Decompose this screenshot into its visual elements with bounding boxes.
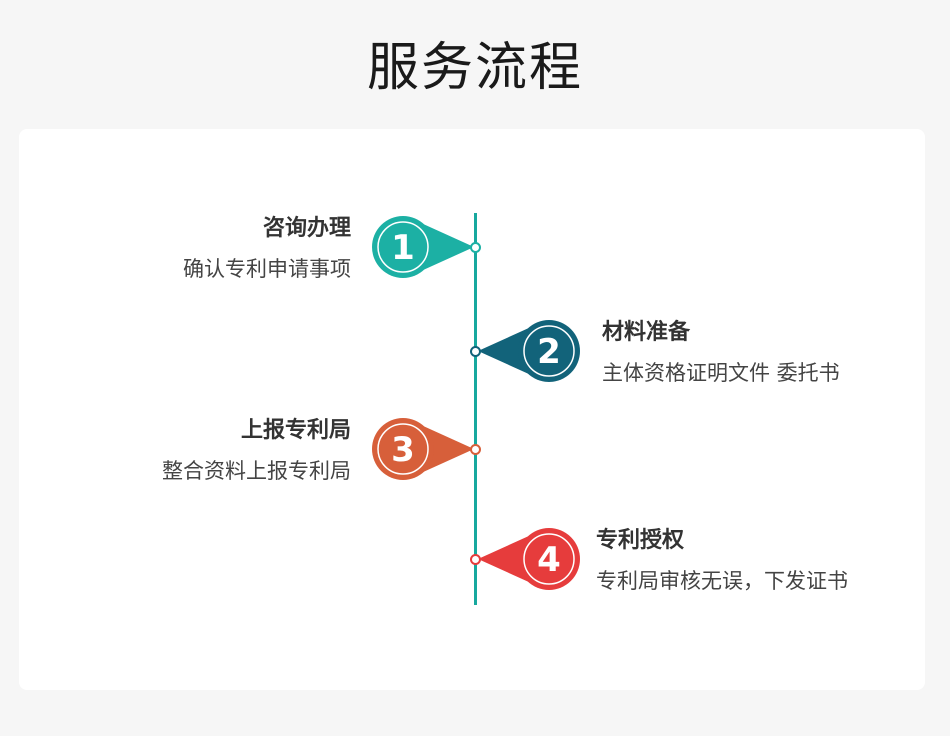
timeline-node-4 — [470, 553, 481, 565]
step-number: 3 — [391, 430, 415, 470]
step-title: 专利授权 — [596, 528, 685, 553]
step-circle — [371, 418, 434, 480]
step-number: 2 — [537, 332, 561, 372]
step-pin-shape: 4 — [477, 528, 580, 590]
step-title: 咨询办理 — [262, 216, 351, 241]
step-circle-ring — [376, 423, 429, 475]
step-circle-ring — [522, 533, 575, 585]
step-title: 上报专利局 — [240, 418, 351, 443]
step-number: 1 — [391, 228, 415, 268]
step-pointer — [420, 223, 474, 271]
step-text-4: 专利授权专利局审核无误，下发证书 — [596, 526, 916, 596]
step-pointer — [477, 535, 531, 583]
step-circle — [517, 528, 580, 590]
step-marker-3: 3 — [368, 414, 478, 484]
step-description: 专利局审核无误，下发证书 — [596, 569, 848, 593]
step-description: 主体资格证明文件 委托书 — [602, 361, 840, 385]
step-circle-ring — [376, 221, 429, 273]
step-title: 材料准备 — [602, 320, 691, 345]
step-description: 整合资料上报专利局 — [162, 459, 351, 483]
step-pin-shape: 3 — [371, 418, 474, 480]
timeline-node-3 — [470, 443, 481, 455]
step-number: 4 — [537, 540, 561, 580]
timeline-line — [474, 213, 477, 605]
step-text-3: 上报专利局整合资料上报专利局 — [31, 416, 351, 486]
step-marker-4: 4 — [474, 524, 584, 594]
step-circle-ring — [522, 325, 575, 377]
step-marker-1: 1 — [368, 212, 478, 282]
step-pin-shape: 1 — [371, 216, 474, 278]
step-circle — [371, 216, 434, 278]
timeline-node-1 — [470, 241, 481, 253]
step-pointer — [420, 425, 474, 473]
step-text-2: 材料准备主体资格证明文件 委托书 — [602, 318, 922, 388]
step-pointer — [477, 327, 531, 375]
step-pin-shape: 2 — [477, 320, 580, 382]
page-title: 服务流程 — [366, 38, 583, 98]
step-marker-2: 2 — [474, 316, 584, 386]
process-card — [19, 129, 925, 690]
step-description: 确认专利申请事项 — [183, 257, 351, 281]
timeline-node-2 — [470, 345, 481, 357]
step-text-1: 咨询办理确认专利申请事项 — [31, 214, 351, 284]
step-circle — [517, 320, 580, 382]
